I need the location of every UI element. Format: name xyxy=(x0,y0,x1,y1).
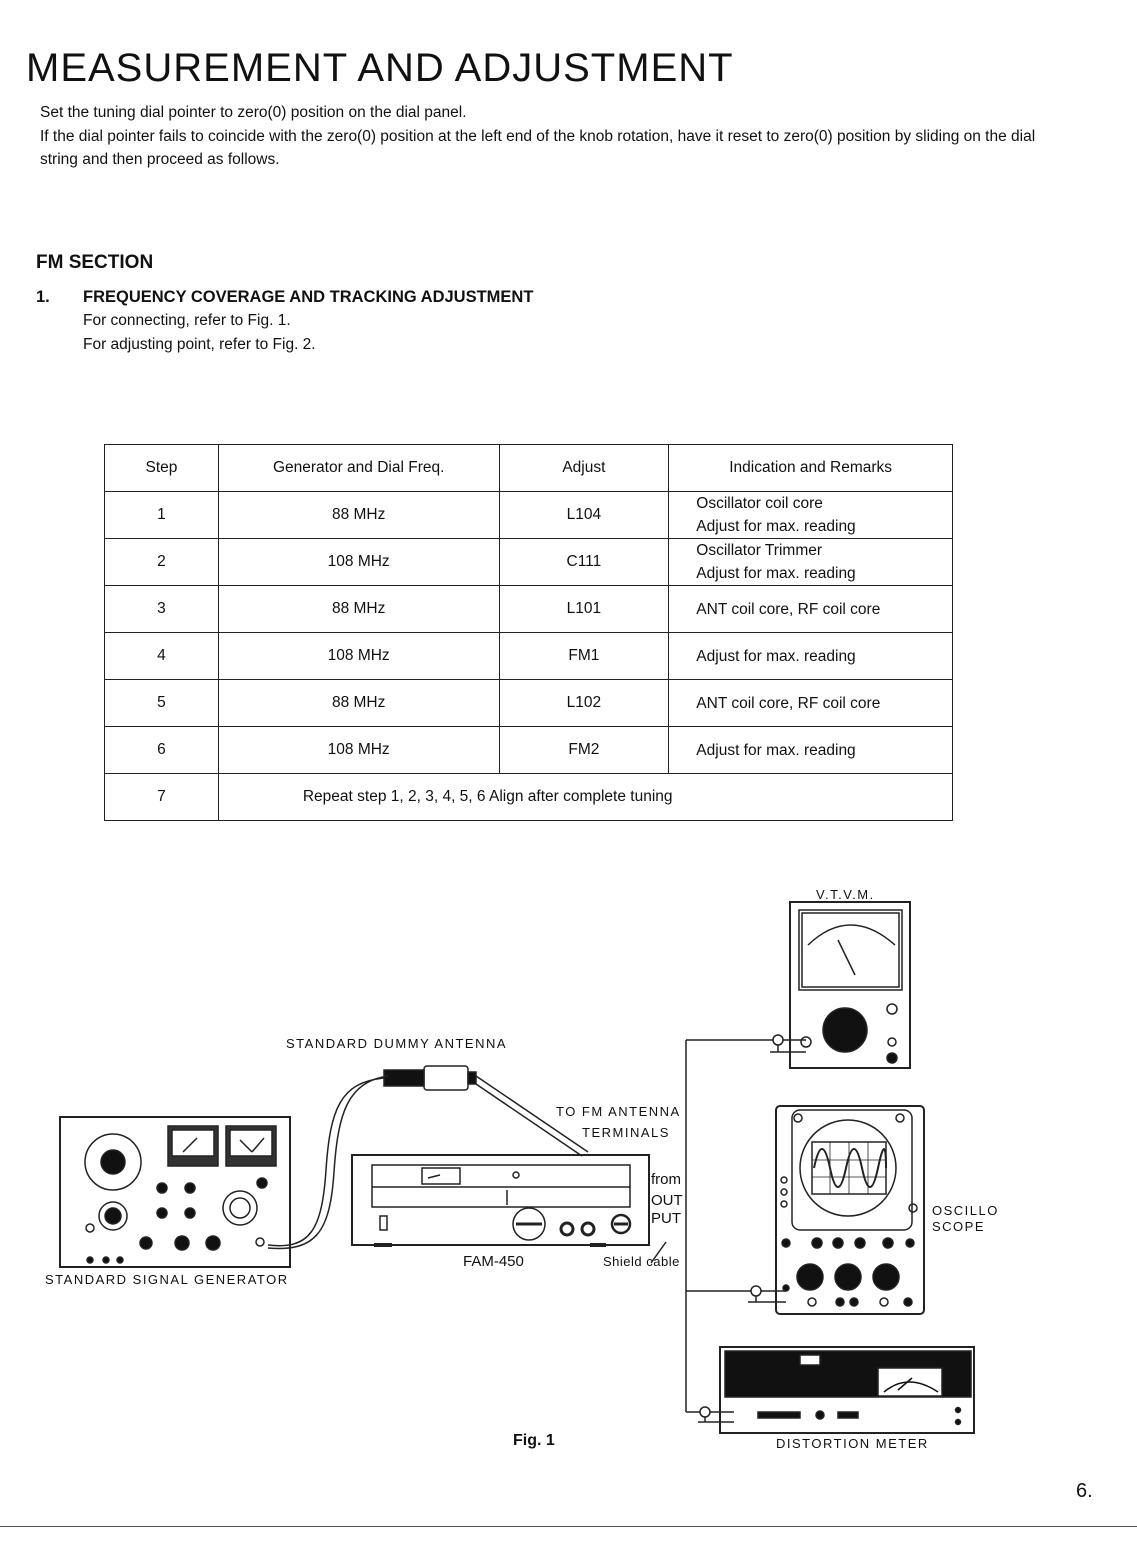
cell-step: 3 xyxy=(104,585,219,633)
tuner-illustration xyxy=(351,1154,650,1247)
item-number: 1. xyxy=(36,288,50,306)
cell-adjust: L104 xyxy=(498,491,670,539)
shield-cable-label: Shield cable xyxy=(603,1254,680,1269)
cell-remarks: Adjust for max. reading xyxy=(668,726,953,774)
output-wiring xyxy=(650,1034,806,1423)
cell-adjust: C111 xyxy=(498,538,670,586)
fm-antenna-label-line2: TERMINALS xyxy=(582,1125,670,1140)
remark-line: Adjust for max. reading xyxy=(696,565,856,582)
table-row: 3 88 MHz L101 ANT coil core, RF coil cor… xyxy=(104,585,953,633)
signal-generator-label: STANDARD SIGNAL GENERATOR xyxy=(45,1272,289,1287)
output-label-from: from xyxy=(651,1171,681,1188)
oscilloscope-illustration xyxy=(775,1105,925,1315)
fm-antenna-label-line1: TO FM ANTENNA xyxy=(556,1104,681,1119)
output-label-put: PUT xyxy=(651,1210,681,1227)
remark-line: Adjust for max. reading xyxy=(696,518,856,535)
cell-remarks: ANT coil core, RF coil core xyxy=(668,585,953,633)
oscilloscope-label-line1: OSCILLO xyxy=(932,1203,999,1218)
tuner-model-label: FAM-450 xyxy=(463,1253,524,1270)
page-title: MEASUREMENT AND ADJUSTMENT xyxy=(26,46,734,90)
dummy-antenna-label: STANDARD DUMMY ANTENNA xyxy=(286,1036,508,1051)
cell-step: 2 xyxy=(104,538,219,586)
section-heading: FM SECTION xyxy=(36,252,154,273)
figure-caption: Fig. 1 xyxy=(513,1432,555,1449)
table-row: 2 108 MHz C111 Oscillator Trimmer Adjust… xyxy=(104,538,953,586)
connecting-reference: For connecting, refer to Fig. 1. xyxy=(83,312,291,329)
signal-generator-illustration xyxy=(59,1116,291,1268)
cell-step: 5 xyxy=(104,679,219,727)
bottom-rule xyxy=(0,1526,1137,1527)
header-remarks: Indication and Remarks xyxy=(668,444,953,492)
dummy-antenna-illustration xyxy=(267,1065,589,1250)
cell-step: 6 xyxy=(104,726,219,774)
table-row: 6 108 MHz FM2 Adjust for max. reading xyxy=(104,726,953,774)
adjusting-reference: For adjusting point, refer to Fig. 2. xyxy=(83,336,316,353)
header-step: Step xyxy=(104,444,219,492)
table-header-row: Step Generator and Dial Freq. Adjust Ind… xyxy=(104,444,953,492)
vtvm-illustration xyxy=(789,901,911,1069)
cell-remarks: ANT coil core, RF coil core xyxy=(668,679,953,727)
distortion-meter-illustration xyxy=(719,1346,975,1434)
intro-text: Set the tuning dial pointer to zero(0) p… xyxy=(40,101,1040,172)
table-row: 7 Repeat step 1, 2, 3, 4, 5, 6 Align aft… xyxy=(104,773,954,821)
adjustment-table: Step Generator and Dial Freq. Adjust Ind… xyxy=(104,444,954,821)
cell-freq: 88 MHz xyxy=(217,679,500,727)
table-row: 5 88 MHz L102 ANT coil core, RF coil cor… xyxy=(104,679,953,727)
remark-line: Oscillator Trimmer xyxy=(696,542,823,559)
distortion-meter-label: DISTORTION METER xyxy=(776,1436,929,1451)
table-row: 1 88 MHz L104 Oscillator coil core Adjus… xyxy=(104,491,953,539)
oscilloscope-label-line2: SCOPE xyxy=(932,1219,986,1234)
page-number: 6. xyxy=(1076,1480,1093,1502)
cell-remarks: Oscillator coil core Adjust for max. rea… xyxy=(668,491,953,539)
cell-repeat-instruction: Repeat step 1, 2, 3, 4, 5, 6 Align after… xyxy=(217,773,954,821)
cell-remarks: Oscillator Trimmer Adjust for max. readi… xyxy=(668,538,953,586)
intro-line-2: If the dial pointer fails to coincide wi… xyxy=(40,127,1036,169)
vtvm-label: V.T.V.M. xyxy=(816,887,875,902)
remark-line: Oscillator coil core xyxy=(696,495,823,512)
output-label-out: OUT xyxy=(651,1192,683,1209)
intro-line-1: Set the tuning dial pointer to zero(0) p… xyxy=(40,104,467,121)
item-title: FREQUENCY COVERAGE AND TRACKING ADJUSTME… xyxy=(83,288,534,306)
cell-step: 7 xyxy=(104,773,219,821)
cell-freq: 88 MHz xyxy=(217,585,500,633)
